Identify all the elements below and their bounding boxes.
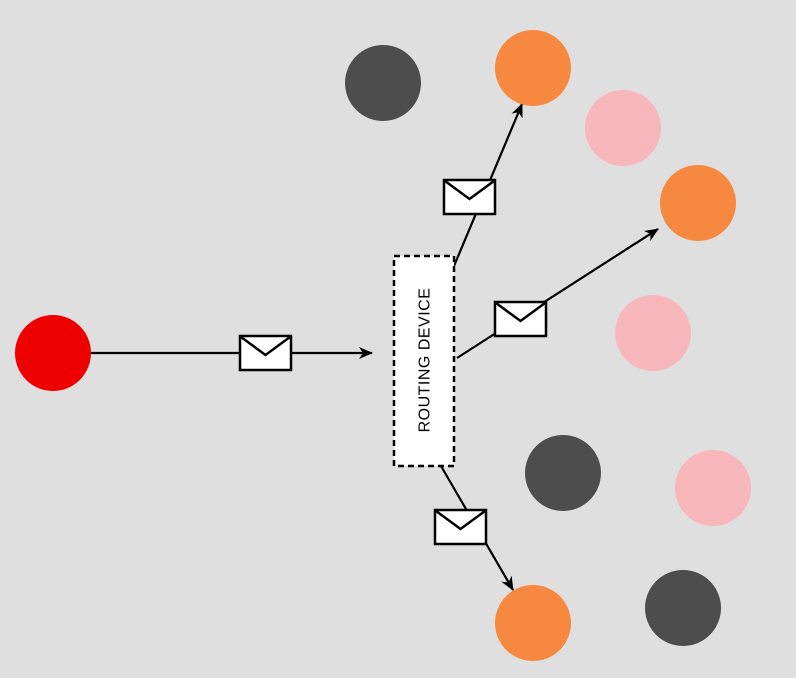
sender-node[interactable] <box>15 315 91 391</box>
inactive-node-2[interactable] <box>525 435 601 511</box>
router-box-outline <box>392 254 456 468</box>
recipient-node-bottom[interactable] <box>495 585 571 661</box>
idle-node-2[interactable] <box>615 295 691 371</box>
envelopes <box>238 178 548 546</box>
router-box[interactable]: ROUTING DEVICE <box>392 254 456 468</box>
inactive-node-3[interactable] <box>645 570 721 646</box>
idle-node-1[interactable] <box>585 90 661 166</box>
message-envelope-icon <box>433 508 488 546</box>
edge-router-to-recipient-right <box>456 228 659 359</box>
message-envelope-icon <box>442 178 497 216</box>
nodes <box>15 30 751 661</box>
idle-node-3[interactable] <box>675 450 751 526</box>
router-label: ROUTING DEVICE <box>417 288 434 433</box>
message-envelope-icon <box>493 300 548 338</box>
message-envelope-icon <box>238 334 293 372</box>
inactive-node-1[interactable] <box>345 45 421 121</box>
recipient-node-right[interactable] <box>660 165 736 241</box>
recipient-node-top[interactable] <box>495 30 571 106</box>
